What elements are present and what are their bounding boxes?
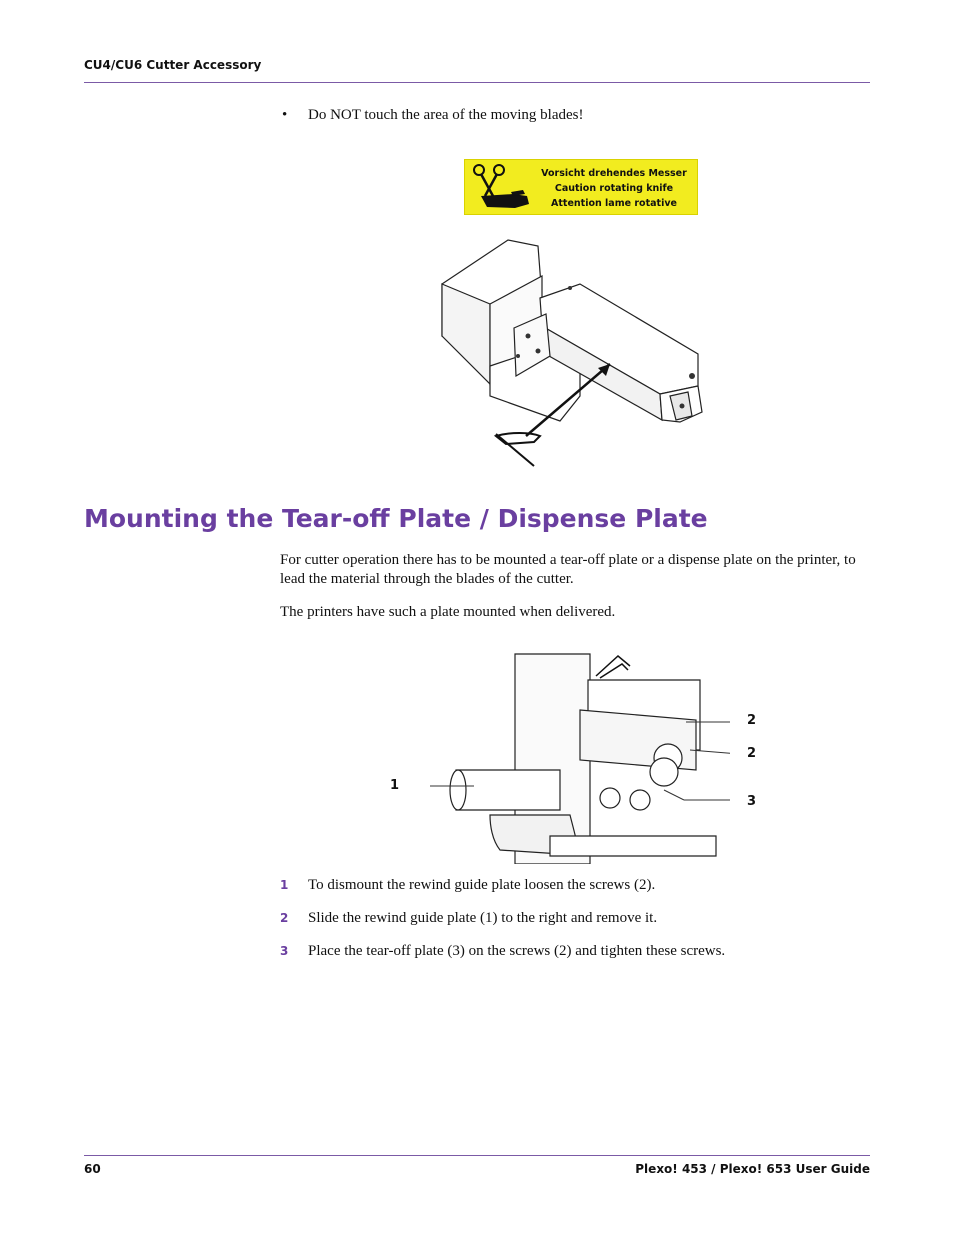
warning-text: Do NOT touch the area of the moving blad… — [308, 107, 584, 123]
step-1: 1 To dismount the rewind guide plate loos… — [280, 877, 655, 894]
step-3: 3 Place the tear-off plate (3) on the scr… — [280, 943, 725, 960]
label-line-en: Caution rotating knife — [554, 183, 674, 194]
step-2: 2 Slide the rewind guide plate (1) to the… — [280, 910, 657, 927]
cutter-drawing — [441, 239, 703, 467]
step-number: 3 — [280, 944, 289, 958]
warning-bullet: • Do NOT touch the area of the moving bla… — [282, 107, 583, 124]
step-number: 1 — [280, 878, 289, 892]
step-text: To dismount the rewind guide plate loose… — [308, 877, 656, 893]
running-header: CU4/CU6 Cutter Accessory — [84, 58, 262, 72]
callout-3: 3 — [747, 794, 757, 809]
header-rule — [84, 82, 870, 83]
callout-2b: 2 — [747, 746, 757, 761]
bullet-glyph: • — [282, 107, 288, 123]
guide-title: Plexo! 453 / Plexo! 653 User Guide — [635, 1162, 870, 1176]
step-text: Place the tear-off plate (3) on the scre… — [308, 943, 726, 959]
step-text: Slide the rewind guide plate (1) to the … — [308, 910, 658, 926]
callout-1: 1 — [390, 778, 400, 793]
step-number: 2 — [280, 911, 289, 925]
label-line-de: Vorsicht drehendes Messer — [541, 168, 687, 179]
footer-rule — [84, 1155, 870, 1156]
tear-off-plate-drawing — [430, 653, 730, 864]
delivery-paragraph: The printers have such a plate mounted w… — [280, 604, 616, 620]
caution-label: Vorsicht drehendes Messer Caution rotati… — [464, 159, 698, 215]
intro-paragraph: For cutter operation there has to be mou… — [280, 552, 856, 587]
label-line-fr: Attention lame rotative — [551, 198, 677, 209]
section-title: Mounting the Tear-off Plate / Dispense P… — [84, 504, 708, 533]
page-number: 60 — [84, 1162, 101, 1176]
callout-2a: 2 — [747, 713, 757, 728]
scissors-hand-icon — [473, 164, 529, 208]
